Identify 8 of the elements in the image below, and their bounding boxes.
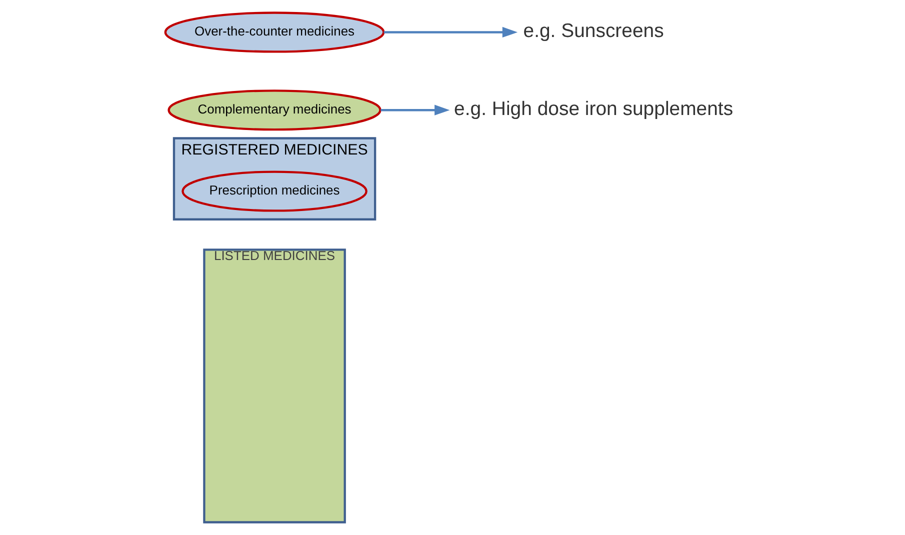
node-ellipse: Over-the-counter medicines: [164, 12, 384, 53]
node-text: e.g. Sunscreens: [522, 20, 664, 42]
node-ellipse: Prescription medicines: [181, 170, 367, 212]
node-ellipse: Complementary medicines: [167, 90, 381, 131]
node-text: e.g. High dose iron supplements: [454, 98, 733, 120]
arrow: [380, 104, 450, 116]
node-box: LISTED MEDICINES: [202, 248, 346, 524]
arrow: [383, 26, 518, 38]
